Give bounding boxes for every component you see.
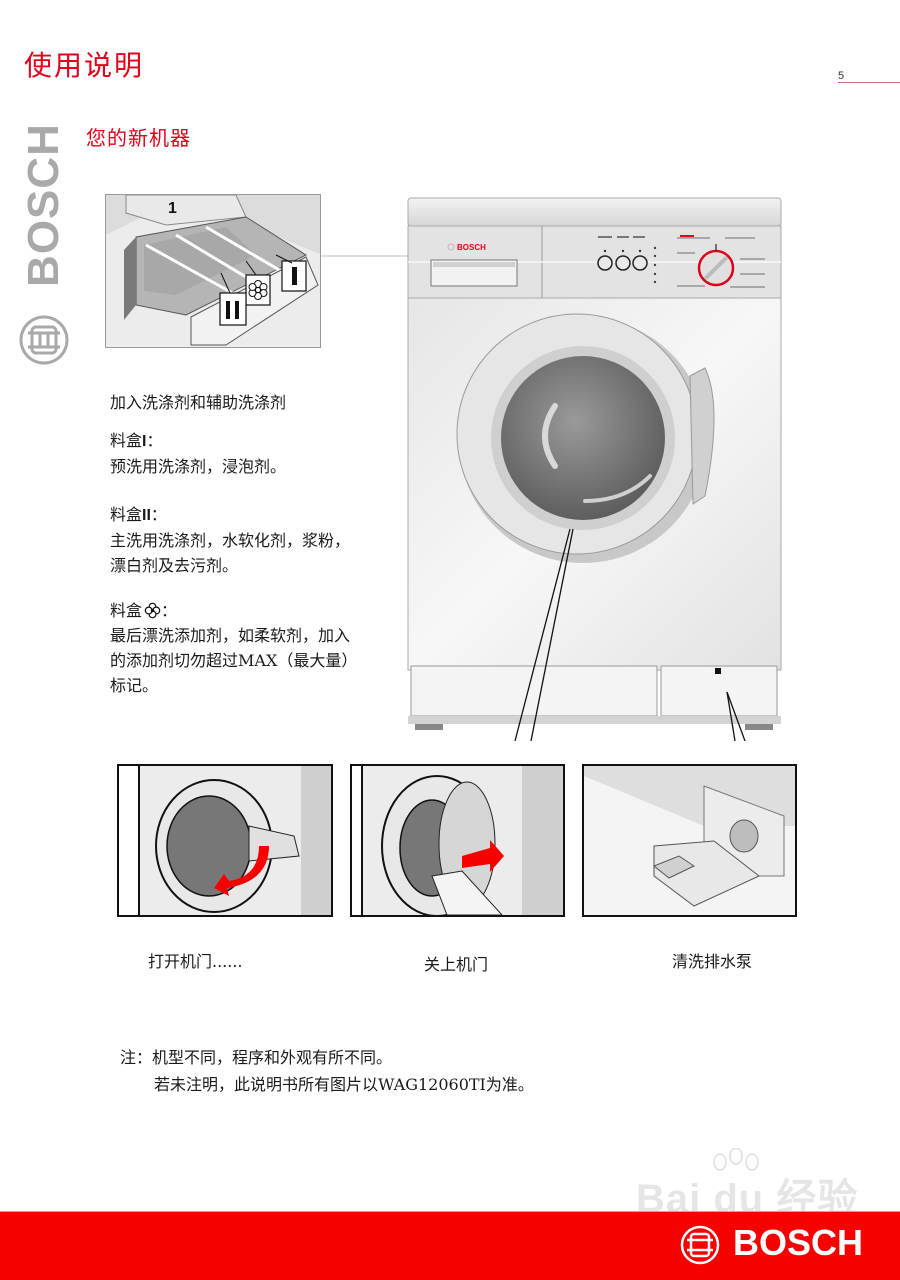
model-note: 注：机型不同，程序和外观有所不同。 若未注明，此说明书所有图片以WAG12060… [120, 1044, 534, 1098]
caption-close-door: 关上机门 [424, 955, 489, 974]
paw-icon [713, 1148, 759, 1171]
page-number: 5 [838, 70, 845, 82]
compartment-II-heading: 料盒II： [110, 505, 167, 524]
detergent-intro: 加入洗涤剂和辅助洗涤剂 [110, 393, 287, 412]
caption-clean-pump: 清洗排水泵 [672, 952, 753, 971]
detergent-drawer-figure: 1 [105, 194, 321, 348]
bosch-armature-logo-icon [18, 314, 70, 366]
compartment-softener-description: 料盒： 最后漂洗添加剂，如柔软剂，加入 的添加剂切勿超过MAX（最大量） 标记。 [110, 598, 357, 698]
section-title: 您的新机器 [86, 126, 191, 150]
note-line-2: 若未注明，此说明书所有图片以WAG12060TI为准。 [154, 1075, 534, 1094]
drain-pump-figure [582, 764, 797, 917]
compartment-softener-text-line1: 最后漂洗添加剂，如柔软剂，加入 [110, 626, 351, 645]
flower-icon [144, 601, 161, 619]
washing-machine-illustration: BOSCH [405, 196, 785, 742]
document-title: 使用说明 [24, 49, 145, 82]
side-brand-wordmark: BOSCH [19, 120, 68, 290]
compartment-softener-text-line3: 标记。 [110, 676, 159, 695]
panel-brand: BOSCH [457, 243, 486, 252]
compartment-I-text: 预洗用洗涤剂，浸泡剂。 [110, 457, 287, 476]
compartment-softener-text-line2: 的添加剂切勿超过MAX（最大量） [110, 651, 358, 670]
compartment-II-text-line2: 漂白剂及去污剂。 [110, 556, 239, 575]
open-door-figure [117, 764, 333, 917]
compartment-softener-heading: 料盒： [110, 601, 178, 620]
side-brand-text: BOSCH [19, 123, 68, 287]
page-number-rule [838, 82, 900, 83]
compartment-I-heading: 料盒I： [110, 431, 163, 450]
note-line-1: 注：机型不同，程序和外观有所不同。 [120, 1048, 393, 1067]
compartment-II-text-line1: 主洗用洗涤剂，水软化剂，浆粉， [110, 531, 351, 550]
caption-open-door: 打开机门...... [148, 952, 243, 971]
compartment-II-description: 料盒II： 主洗用洗涤剂，水软化剂，浆粉， 漂白剂及去污剂。 [110, 502, 350, 578]
bosch-footer-logo-icon [680, 1225, 720, 1265]
drawer-number-label: 1 [168, 200, 177, 217]
footer-bar [0, 1211, 900, 1280]
compartment-I-description: 料盒I： 预洗用洗涤剂，浸泡剂。 [110, 428, 286, 479]
close-door-figure [350, 764, 565, 917]
footer-brand: BOSCH [733, 1222, 864, 1263]
